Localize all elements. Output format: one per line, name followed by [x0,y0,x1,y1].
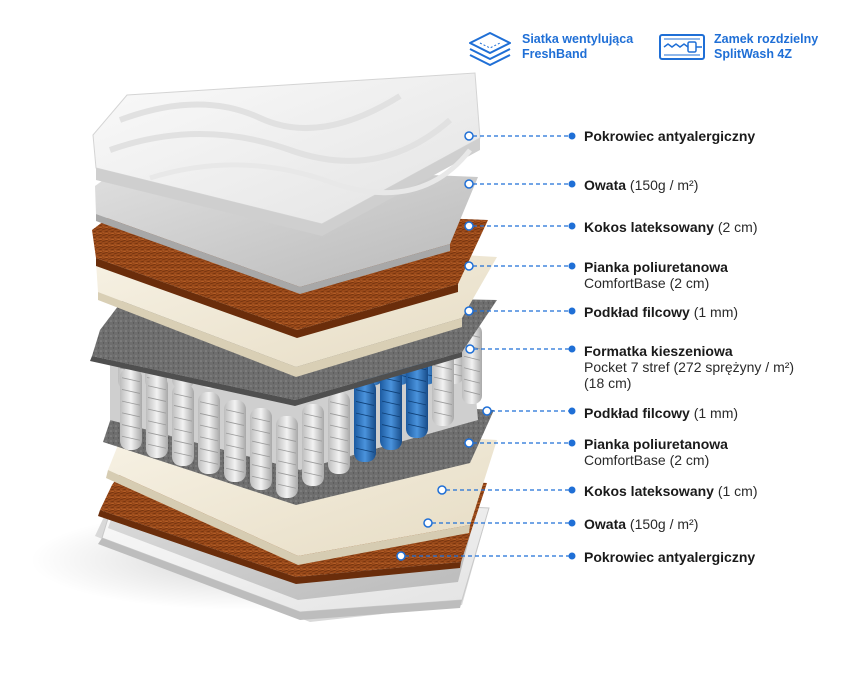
label-name: Podkład filcowy [584,304,690,320]
label-detail: (1 cm) [713,483,758,499]
callout-end-dot [568,262,576,270]
label-detail: (150g / m²) [626,177,699,193]
callout-end-dot [568,222,576,230]
callout-end-dot [568,132,576,140]
callout-anchor-dot [437,485,447,495]
pocket-spring [146,376,168,458]
callout-end-dot [568,180,576,188]
callout-end-dot [568,307,576,315]
pocket-spring [328,392,350,474]
label-top-coconut: Kokos lateksowany (2 cm) [584,219,839,235]
pocket-spring [224,400,246,482]
label-detail-line2: (18 cm) [584,375,632,391]
label-name: Owata [584,177,627,193]
pocket-spring [172,384,194,466]
label-name: Formatka kieszeniowa [584,343,733,359]
layer-top-cover [92,72,481,236]
feature-splitwash: Zamek rozdzielny SplitWash 4Z [658,31,818,63]
label-detail: (1 mm) [689,304,739,320]
pocket-spring-blue [380,368,402,450]
label-top-wadding: Owata (150g / m²) [584,177,839,193]
feature-freshband: Siatka wentylująca FreshBand [466,27,633,67]
label-name: Kokos lateksowany [584,219,714,235]
label-detail: ComfortBase (2 cm) [584,452,710,468]
label-name: Kokos lateksowany [584,483,714,499]
label-bottom-felt: Podkład filcowy (1 mm) [584,405,839,421]
label-name: Podkład filcowy [584,405,690,421]
callout-end-dot [568,519,576,527]
label-top-felt: Podkład filcowy (1 mm) [584,304,839,320]
callout-end-dot [568,552,576,560]
callout-end-dot [568,407,576,415]
callout-anchor-dot [464,221,474,231]
callout-lines [396,131,576,561]
callout-anchor-dot [482,406,492,416]
callout-anchor-dot [396,551,406,561]
label-bottom-wadding: Owata (150g / m²) [584,516,839,532]
pocket-spring [120,368,142,450]
label-name: Pokrowiec antyalergiczny [584,128,756,144]
callout-anchor-dot [464,306,474,316]
callout-anchor-dot [465,344,475,354]
label-top-cover: Pokrowiec antyalergiczny [584,128,839,144]
pocket-spring [276,416,298,498]
label-detail: (2 cm) [713,219,758,235]
callout-end-dot [568,439,576,447]
label-detail-line1: Pocket 7 stref (272 sprężyny / m²) [584,359,795,375]
callout-anchor-dot [464,179,474,189]
callout-anchor-dot [464,261,474,271]
callout-anchor-dot [423,518,433,528]
feature-freshband-line1: Siatka wentylująca [522,32,634,46]
label-name: Pianka poliuretanowa [584,259,728,275]
label-top-foam: Pianka poliuretanowa ComfortBase (2 cm) [584,259,839,291]
label-name: Pianka poliuretanowa [584,436,728,452]
label-detail: ComfortBase (2 cm) [584,275,710,291]
pocket-spring [250,408,272,490]
label-bottom-foam: Pianka poliuretanowa ComfortBase (2 cm) [584,436,839,468]
label-detail: (1 mm) [689,405,739,421]
label-detail: (150g / m²) [626,516,699,532]
pocket-spring [198,392,220,474]
callout-end-dot [568,345,576,353]
feature-freshband-line2: FreshBand [522,47,588,61]
callout-anchor-dot [464,438,474,448]
label-bottom-coconut: Kokos lateksowany (1 cm) [584,483,839,499]
mesh-layers-icon [469,32,511,66]
pocket-spring-blue [354,380,376,462]
pocket-spring-blue [406,356,428,438]
feature-splitwash-line1: Zamek rozdzielny [714,32,819,46]
label-name: Owata [584,516,627,532]
zipper-icon [659,34,705,60]
callout-anchor-dot [464,131,474,141]
label-pocket-springs: Formatka kieszeniowa Pocket 7 stref (272… [584,343,839,391]
label-name: Pokrowiec antyalergiczny [584,549,756,565]
pocket-spring [302,404,324,486]
feature-splitwash-line2: SplitWash 4Z [714,47,793,61]
callout-end-dot [568,486,576,494]
label-bottom-cover: Pokrowiec antyalergiczny [584,549,839,565]
